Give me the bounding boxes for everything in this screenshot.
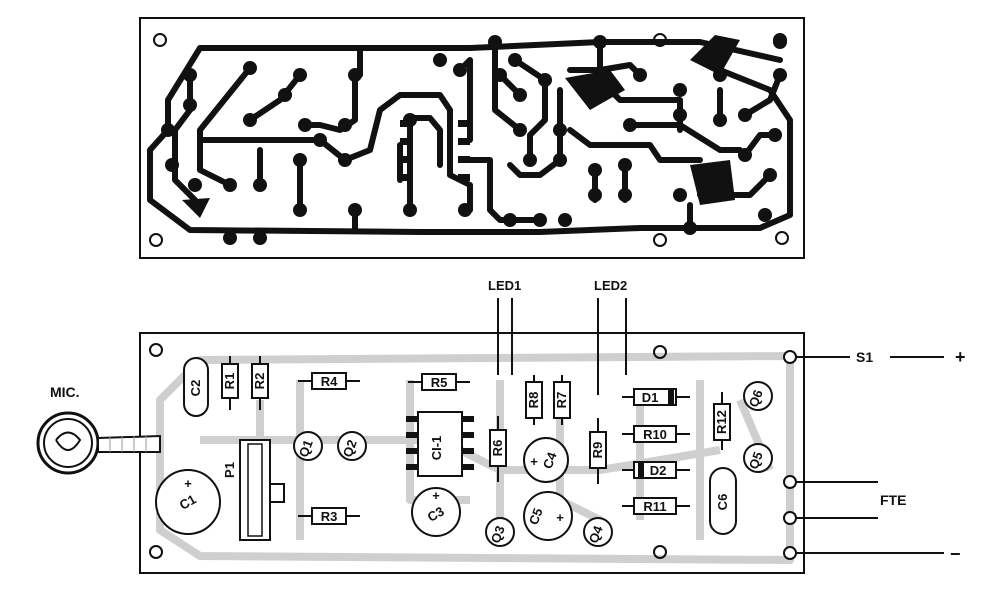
capacitor-c2: C2 [183,357,209,417]
resistor-r9: R9 [589,418,607,484]
resistor-r1: R1 [221,356,239,410]
r4-label: R4 [321,374,338,389]
transistor-q1: Q1 [293,431,323,461]
r12-label: R12 [714,410,729,434]
r8-label: R8 [526,392,541,409]
q4-label: Q4 [586,523,606,545]
r7-label: R7 [554,392,569,409]
resistor-r10: R10 [622,425,690,443]
copper-pad-area [690,35,740,75]
r9-label: R9 [590,442,605,459]
c2-label: C2 [188,380,203,397]
q3-label: Q3 [488,524,508,545]
pcb-component-layout: MIC. C2 R1 R2 R4 R5 [36,278,805,574]
transistor-q2: Q2 [337,431,367,461]
copper-pad-area [182,198,210,218]
mounting-hole [149,233,163,247]
plus-terminal-label: + [955,347,966,367]
ic-ci1: CI-1 [406,411,474,477]
diode-d1: D1 [622,388,690,406]
c1-label: C1 [177,491,199,512]
q2-label: Q2 [340,438,360,459]
led1-leads [497,298,513,375]
c5-label: C5 [526,506,546,527]
resistor-r11: R11 [622,497,690,515]
c1-plus: + [184,476,192,491]
resistor-r5: R5 [408,373,470,391]
external-wiring [796,356,944,554]
q5-label: Q5 [746,450,766,471]
r5-label: R5 [431,375,448,390]
r2-label: R2 [252,373,267,390]
transistor-q4: Q4 [583,517,613,547]
resistor-r2: R2 [251,356,269,410]
ic-pads [400,120,470,181]
r1-label: R1 [222,373,237,390]
pcb-trace-layout [139,17,805,259]
potentiometer-p1: P1 [222,439,285,541]
copper-pad-area [565,70,625,110]
mounting-hole [153,33,167,47]
mounting-hole [653,345,667,359]
capacitor-c4: + C4 [523,437,569,483]
transistor-q3: Q3 [485,517,515,547]
capacitor-c3: + C3 [411,487,461,537]
c6-label: C6 [715,494,730,511]
solder-pads [161,35,787,245]
resistor-r8: R8 [525,375,543,425]
r11-label: R11 [643,499,666,514]
led2-leads [597,298,627,395]
q1-label: Q1 [296,438,316,459]
mounting-hole [149,343,163,357]
microphone [36,411,161,475]
c5-plus: + [556,510,564,525]
transistor-q6: Q6 [743,381,773,411]
mounting-hole [653,233,667,247]
c4-plus: + [530,454,538,469]
c4-label: C4 [540,449,560,470]
c3-label: C3 [425,503,447,524]
mounting-hole [653,545,667,559]
q6-label: Q6 [746,388,766,409]
r6-label: R6 [490,440,505,457]
p1-label: P1 [222,462,237,478]
copper-traces [147,39,793,235]
mic-label: MIC. [50,384,80,400]
mounting-hole [775,231,789,245]
led2-label: LED2 [594,278,627,293]
fte-label: FTE [880,492,906,508]
resistor-r3: R3 [298,507,360,525]
transistor-q5: Q5 [743,443,773,473]
diode-d2: D2 [622,461,690,479]
ci1-label: CI-1 [429,436,444,461]
c3-plus: + [432,488,440,503]
resistor-r4: R4 [298,372,360,390]
d1-label: D1 [642,390,659,405]
led1-label: LED1 [488,278,521,293]
resistor-r6: R6 [489,416,507,482]
r3-label: R3 [321,509,338,524]
capacitor-c1: + C1 [155,469,221,535]
resistor-r12: R12 [713,392,731,450]
resistor-r7: R7 [553,375,571,425]
s1-label: S1 [856,349,873,365]
capacitor-c6: C6 [709,467,737,535]
mounting-hole [149,545,163,559]
minus-terminal-label: − [950,544,961,564]
capacitor-c5: + C5 [523,491,573,541]
r10-label: R10 [643,427,667,442]
d2-label: D2 [650,463,667,478]
